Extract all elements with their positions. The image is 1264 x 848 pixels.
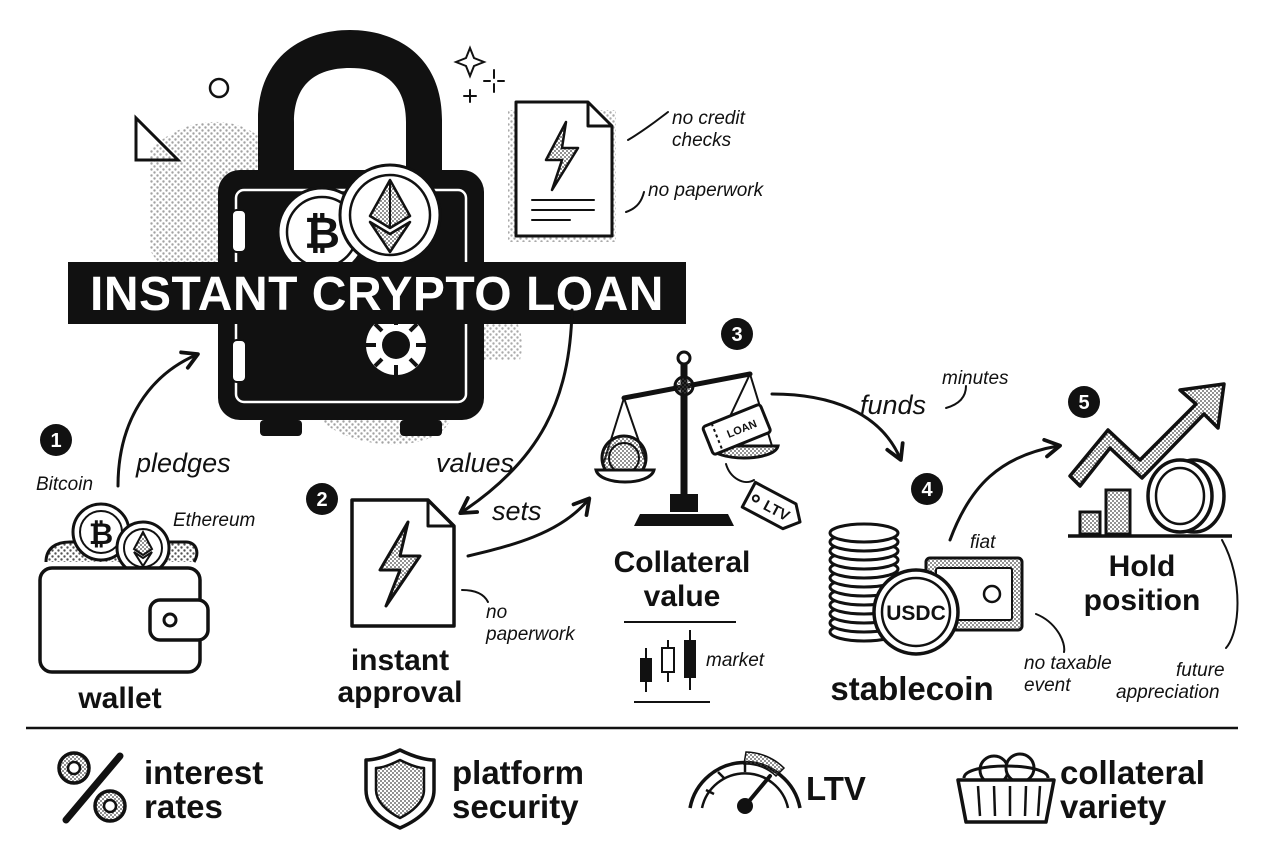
document-icon-top: [508, 100, 616, 242]
svg-text:LTV: LTV: [806, 770, 866, 807]
step-5-label-line2: position: [1084, 584, 1201, 617]
values-label: values: [436, 448, 514, 478]
svg-text:security: security: [452, 788, 579, 825]
svg-text:platform: platform: [452, 754, 584, 791]
svg-text:5: 5: [1078, 392, 1089, 414]
ethereum-coin-icon: [338, 163, 442, 267]
sets-label: sets: [492, 496, 542, 526]
padlock-safe-icon: ₿: [218, 30, 484, 436]
no-paperwork-label-1: no: [486, 602, 507, 623]
svg-text:interest: interest: [144, 754, 263, 791]
svg-text:USDC: USDC: [886, 602, 946, 625]
future-label-1: future: [1176, 660, 1225, 681]
step-5-label-line1: Hold: [1109, 550, 1176, 583]
bitcoin-label: Bitcoin: [36, 474, 93, 495]
no-taxable-label-1: no taxable: [1024, 653, 1112, 674]
no-taxable-label-2: event: [1024, 675, 1071, 696]
no-credit-label-1: no credit: [672, 108, 746, 129]
svg-text:₿: ₿: [89, 518, 113, 551]
svg-text:4: 4: [921, 479, 933, 501]
no-credit-label-2: checks: [672, 130, 732, 151]
fiat-label: fiat: [970, 532, 996, 553]
candlestick-icon: [640, 630, 696, 692]
footer-interest-rates: interest rates: [57, 751, 263, 825]
sparkle-icon: [453, 45, 505, 103]
loan-ticket-icon: LOAN: [701, 403, 772, 456]
svg-text:rates: rates: [144, 788, 223, 825]
coin-layer: [828, 522, 900, 544]
ethereum-label: Ethereum: [173, 510, 255, 531]
circle-shape: [208, 77, 230, 99]
step-5-badge: 5: [1068, 386, 1100, 418]
wallet-ethereum-coin-icon: [115, 520, 171, 576]
dial-icon: [366, 315, 426, 375]
no-paperwork-top-label: no paperwork: [648, 180, 765, 201]
ltv-tag-icon: LTV: [740, 480, 802, 531]
basket-icon: [956, 752, 1056, 824]
hold-arrow: [948, 437, 1062, 542]
pledges-arrow: [116, 350, 200, 488]
balance-scale-icon: LOAN LTV: [594, 350, 802, 531]
shield-icon: [364, 748, 436, 830]
sets-arrow: [466, 496, 592, 558]
wallet-bitcoin-coin-icon: ₿: [71, 502, 131, 562]
title-banner: INSTANT CRYPTO LOAN: [68, 262, 686, 324]
svg-text:2: 2: [316, 489, 327, 511]
step-3-label-line2: value: [644, 580, 721, 613]
footer-platform-security: platform security: [364, 748, 584, 830]
pledges-label: pledges: [135, 448, 231, 478]
step-1-label: wallet: [77, 682, 161, 715]
step-4-badge: 4: [911, 473, 943, 505]
footer-collateral-variety: collateral variety: [956, 752, 1205, 825]
step-1-badge: 1: [40, 424, 72, 456]
usdc-coin-icon: USDC: [872, 568, 960, 656]
triangle-shape: [134, 114, 182, 162]
wallet-icon: ₿: [38, 502, 210, 674]
svg-text:1: 1: [50, 430, 61, 452]
values-arrow: [458, 308, 574, 516]
svg-text:variety: variety: [1060, 788, 1167, 825]
minutes-label: minutes: [942, 368, 1009, 389]
growth-chart-icon: [1068, 382, 1232, 538]
svg-text:3: 3: [731, 324, 742, 346]
step-2-badge: 2: [306, 483, 338, 515]
footer-ltv: LTV: [688, 751, 866, 814]
funds-arrow: [770, 392, 905, 462]
percent-icon: [57, 751, 127, 824]
step-4-label: stablecoin: [830, 670, 993, 707]
svg-text:collateral: collateral: [1060, 754, 1205, 791]
step-2-label-line2: approval: [337, 676, 462, 709]
gauge-icon: [688, 751, 802, 814]
svg-text:₿: ₿: [304, 209, 340, 258]
step-2-label-line1: instant: [351, 644, 449, 677]
page-title: INSTANT CRYPTO LOAN: [90, 268, 664, 321]
step-3-badge: 3: [721, 318, 753, 350]
funds-label: funds: [860, 390, 926, 420]
step-3-label-line1: Collateral: [614, 546, 751, 579]
no-paperwork-label-2: paperwork: [485, 624, 576, 645]
market-label: market: [706, 650, 765, 671]
document-icon-approval: [350, 498, 456, 628]
future-label-2: appreciation: [1116, 682, 1220, 703]
